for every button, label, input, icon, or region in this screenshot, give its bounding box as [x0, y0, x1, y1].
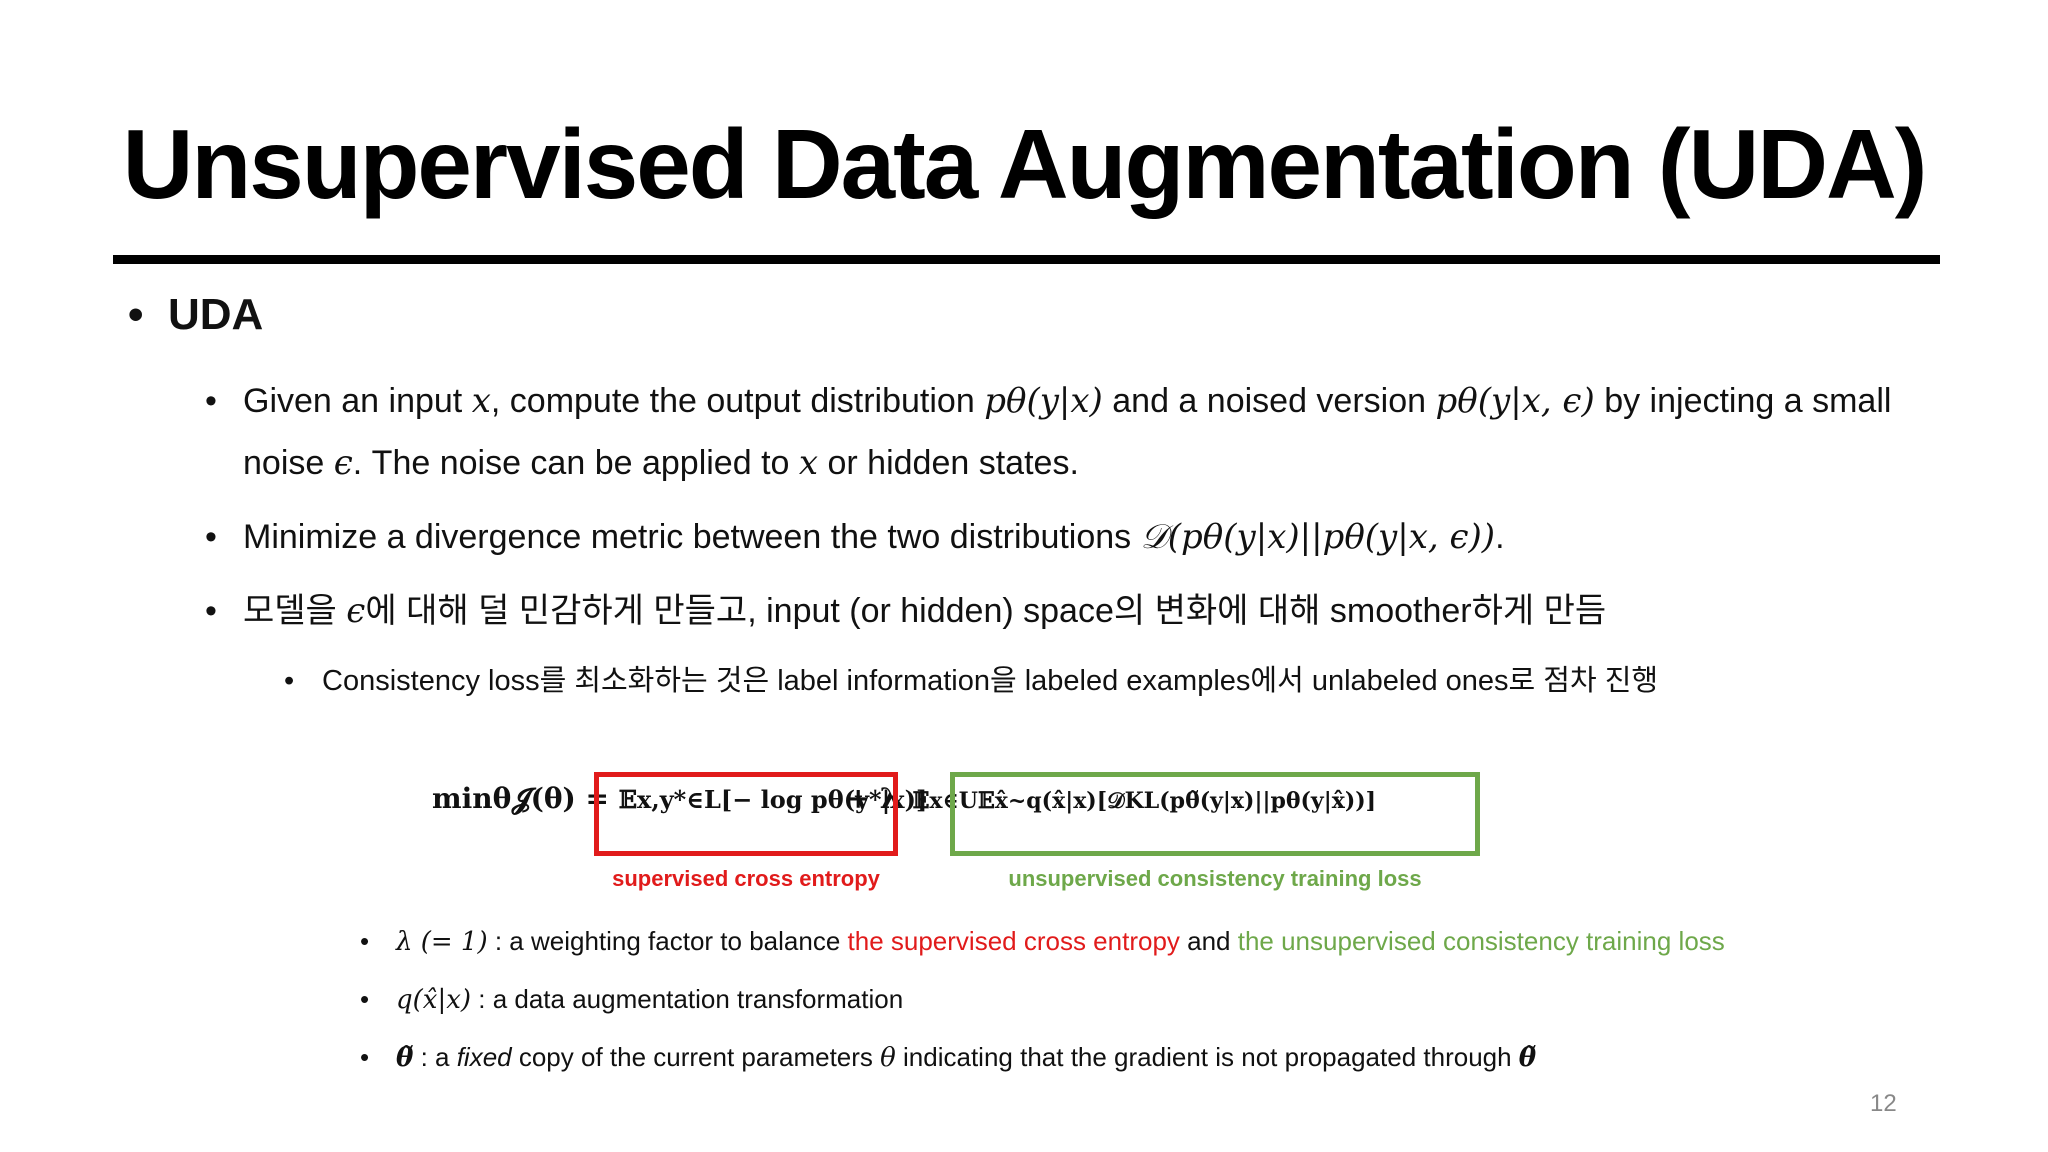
math: θ̃: [396, 1043, 414, 1073]
note-text: θ̃ : a fixed copy of the current paramet…: [396, 1034, 1536, 1081]
equation-lhs: minθ𝓙(θ) =: [432, 782, 619, 815]
equation-plus: + λ: [836, 782, 900, 815]
bullet-dot: •: [360, 926, 370, 956]
math: x: [798, 443, 819, 483]
text: : a weighting factor to balance: [487, 926, 848, 956]
page-number: 12: [1870, 1090, 1897, 1117]
math: θ̃: [1518, 1043, 1537, 1073]
highlight-red: the supervised cross entropy: [847, 926, 1180, 956]
text: 에 대해 덜 민감하게 만들고, input (or hidden) space…: [365, 592, 1607, 630]
title-underline: [113, 255, 1940, 264]
supervised-label: supervised cross entropy: [612, 866, 880, 891]
text: : a: [413, 1042, 457, 1072]
bullet-dot: •: [205, 382, 217, 420]
math: θ: [880, 1043, 896, 1073]
text: by injecting a small: [1594, 382, 1892, 420]
bullet-dot: •: [360, 984, 370, 1014]
text: noise: [243, 444, 334, 482]
bullet-dot: •: [284, 665, 295, 697]
supervised-term-box: [594, 772, 898, 856]
note-text: q(x̂|x) : a data augmentation transforma…: [396, 976, 903, 1023]
unsupervised-term: 𝔼x∈U𝔼x̂~q(x̂|x)[𝒟KL(pθ̃(y|x)||pθ(y|x̂))]: [912, 788, 1377, 814]
text: . The noise can be applied to: [352, 444, 799, 482]
section-label: UDA: [168, 290, 264, 339]
math: x: [471, 381, 491, 421]
unsupervised-label: unsupervised consistency training loss: [1008, 866, 1422, 891]
text: and a noised version: [1102, 382, 1436, 420]
text: and: [1179, 926, 1238, 956]
text: .: [1495, 518, 1505, 556]
text: : a data augmentation transformation: [471, 984, 904, 1014]
text: copy of the current parameters: [511, 1042, 881, 1072]
math: q(x̂|x): [396, 985, 472, 1015]
math: 𝒟(pθ(y|x)||pθ(y|x, ϵ)): [1140, 517, 1496, 557]
math: pθ(y|x, ϵ): [1435, 381, 1595, 421]
bullet-text: Given an input x, compute the output dis…: [243, 370, 1891, 494]
bullet-dot: •: [205, 592, 217, 630]
highlight-green: the unsupervised consistency training lo…: [1237, 926, 1725, 956]
text-italic: fixed: [456, 1042, 512, 1072]
text: Given an input: [243, 382, 472, 420]
slide-title: Unsupervised Data Augmentation (UDA): [122, 109, 1928, 219]
text: indicating that the gradient is not prop…: [895, 1042, 1519, 1072]
text: Minimize a divergence metric between the…: [243, 518, 1141, 556]
math: λ (= 1): [396, 927, 488, 957]
bullet-text: Consistency loss를 최소화하는 것은 label informa…: [322, 665, 1659, 697]
text: 모델을: [243, 592, 347, 630]
math: ϵ: [346, 591, 366, 631]
note-text: λ (= 1) : a weighting factor to balance …: [396, 918, 1725, 965]
bullet-dot: •: [128, 290, 144, 339]
text: or hidden states.: [818, 444, 1079, 482]
unsupervised-term-box: [950, 772, 1480, 856]
bullet-text: Minimize a divergence metric between the…: [243, 506, 1505, 568]
math: ϵ: [333, 443, 353, 483]
bullet-dot: •: [360, 1042, 370, 1072]
bullet-dot: •: [205, 518, 217, 556]
math: pθ(y|x): [984, 381, 1103, 421]
text: , compute the output distribution: [490, 382, 985, 420]
bullet-text: 모델을 ϵ에 대해 덜 민감하게 만들고, input (or hidden) …: [243, 580, 1606, 642]
